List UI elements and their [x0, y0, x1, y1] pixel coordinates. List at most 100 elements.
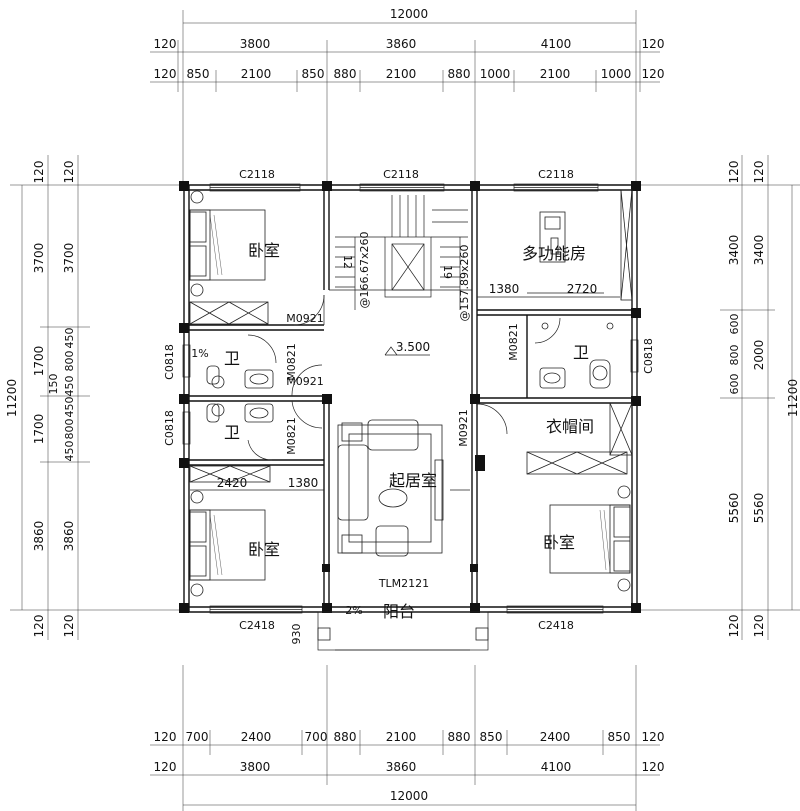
window-label-right-1: C0818	[642, 338, 655, 374]
dim-left-small: 150	[47, 374, 60, 395]
dim-bot-mid-3: 4100	[541, 760, 572, 774]
stair-label-right: @157.89x260	[458, 245, 471, 322]
door-label-balcony: TLM2121	[378, 577, 429, 590]
dim-bot-mid-2: 3860	[386, 760, 417, 774]
dim-bot-mid-1: 3800	[240, 760, 271, 774]
stair-label-left: @166.67x260	[358, 232, 371, 309]
left-dimensions: 11200 120 3700 1700 1700 3860 120 120 37…	[5, 155, 185, 640]
dim-right-mid-0: 120	[752, 161, 766, 184]
dim-left-det-0: 120	[62, 161, 76, 184]
staircase: @166.67x260 @157.89x260 12 19	[335, 195, 471, 322]
room-cloakroom: 衣帽间	[546, 417, 594, 436]
dim-top-det-6: 880	[448, 67, 471, 81]
dim-left-det-9: 120	[62, 615, 76, 638]
dim-right-det-3: 800	[728, 345, 741, 366]
dim-bot-mid-4: 120	[642, 760, 665, 774]
dim-top-det-7: 1000	[480, 67, 511, 81]
door-label-d6: M0821	[507, 323, 520, 361]
dim-bot-det-6: 880	[448, 730, 471, 744]
stair-count-left: 12	[341, 255, 354, 269]
dim-1380-left: 1380	[288, 476, 319, 490]
dim-left-det-7: 450	[63, 441, 76, 462]
dim-bot-det-2: 2400	[241, 730, 272, 744]
dim-top-det-2: 2100	[241, 67, 272, 81]
dim-top-mid-1: 3800	[240, 37, 271, 51]
door-label-d3: M0821	[285, 343, 298, 381]
dim-left-det-2: 450	[63, 328, 76, 349]
dim-left-det-6: 800	[63, 419, 76, 440]
door-label-d1: M0921	[286, 312, 324, 325]
annotations: 3.500 1% 2% 930 2420 1380 1380 2720	[190, 282, 620, 645]
dim-left-det-1: 3700	[62, 243, 76, 274]
dim-top-det-0: 120	[154, 67, 177, 81]
room-bath-w1: 卫	[224, 349, 240, 368]
dim-bot-mid-0: 120	[154, 760, 177, 774]
dim-left-det-3: 800	[63, 351, 76, 372]
room-living: 起居室	[389, 471, 437, 490]
dim-1380-right: 1380	[489, 282, 520, 296]
right-dimensions: 11200 120 3400 2000 5560 120 120 3400 60…	[636, 155, 800, 640]
dim-bot-det-10: 120	[642, 730, 665, 744]
dim-right-det-5: 5560	[727, 493, 741, 524]
dim-bot-det-5: 2100	[386, 730, 417, 744]
windows: C2118 C2118 C2118 C2418 C2418 TLM2121 C0…	[163, 168, 655, 632]
window-label-left-1: C0818	[163, 344, 176, 380]
dim-top-det-4: 880	[334, 67, 357, 81]
room-balcony: 阳台	[383, 602, 415, 621]
window-label-left-2: C0818	[163, 410, 176, 446]
dim-right-mid-3: 5560	[752, 493, 766, 524]
dim-right-mid-2: 2000	[752, 340, 766, 371]
door-label-d2: M0921	[286, 375, 324, 388]
dim-top-det-8: 2100	[540, 67, 571, 81]
dim-bot-det-1: 700	[186, 730, 209, 744]
dim-top-mid-3: 4100	[541, 37, 572, 51]
doors: M0921 M0821 M0921 M0821 M0921 M0821	[247, 294, 561, 461]
stair-count-right: 19	[441, 265, 454, 279]
columns	[179, 181, 641, 613]
dim-top-total: 12000	[390, 7, 428, 21]
window-label-top-mid: C2118	[383, 168, 419, 181]
dim-right-det-6: 120	[727, 615, 741, 638]
room-multi: 多功能房	[522, 244, 586, 263]
window-label-top-right: C2118	[538, 168, 574, 181]
dim-bot-det-0: 120	[154, 730, 177, 744]
dim-left-det-4: 450	[63, 376, 76, 397]
dim-right-det-0: 120	[727, 161, 741, 184]
dim-right-det-2: 600	[728, 314, 741, 335]
dim-left-mid-1: 3700	[32, 243, 46, 274]
dim-right-det-4: 600	[728, 374, 741, 395]
dim-bot-det-4: 880	[334, 730, 357, 744]
slope-balcony: 2%	[345, 604, 362, 617]
balcony-depth: 930	[290, 624, 303, 645]
dim-bot-det-3: 700	[305, 730, 328, 744]
dim-right-total: 11200	[786, 379, 800, 417]
level-mark: 3.500	[396, 340, 430, 354]
dim-bot-total: 12000	[390, 789, 428, 803]
dim-top-det-1: 850	[187, 67, 210, 81]
dim-2420: 2420	[217, 476, 248, 490]
slope-bath: 1%	[191, 347, 208, 360]
furniture	[189, 189, 633, 651]
window-label-bottom-left: C2418	[239, 619, 275, 632]
window-label-top-left: C2118	[239, 168, 275, 181]
top-dimensions: 12000 120 3800 3860 4100 120 120 850 210…	[150, 7, 664, 185]
dim-top-det-5: 2100	[386, 67, 417, 81]
room-labels: 卧室 卫 卫 卧室 多功能房 卫 衣帽间 卧室 起居室 阳台	[224, 241, 594, 621]
room-bedroom-se: 卧室	[543, 533, 575, 552]
room-bath-e: 卫	[573, 343, 589, 362]
dim-left-mid-0: 120	[32, 161, 46, 184]
dim-left-mid-2: 1700	[32, 346, 46, 377]
window-label-bottom-right: C2418	[538, 619, 574, 632]
dim-left-mid-4: 3860	[32, 521, 46, 552]
dim-top-det-3: 850	[302, 67, 325, 81]
door-label-d4: M0821	[285, 417, 298, 455]
dim-top-mid-0: 120	[154, 37, 177, 51]
dim-left-det-8: 3860	[62, 521, 76, 552]
room-bedroom-nw: 卧室	[248, 241, 280, 260]
dim-2720: 2720	[567, 282, 598, 296]
dim-top-det-9: 1000	[601, 67, 632, 81]
room-bedroom-sw: 卧室	[248, 540, 280, 559]
dim-left-det-5: 450	[63, 397, 76, 418]
bottom-dimensions: 120 700 2400 700 880 2100 880 850 2400 8…	[150, 665, 664, 811]
